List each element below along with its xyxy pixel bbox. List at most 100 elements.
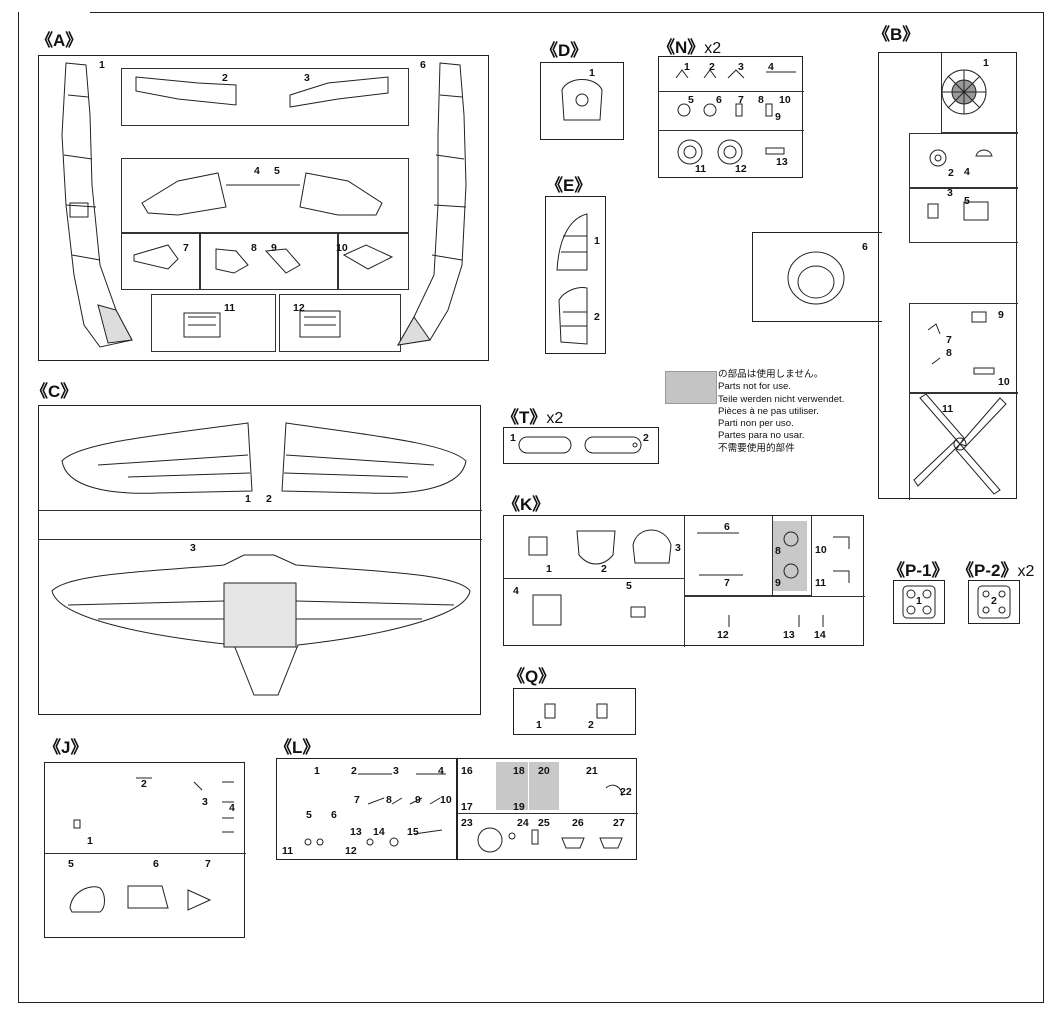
- sprue-c-label: 《C》: [31, 382, 78, 401]
- sprue-k-part-9: 9: [775, 577, 781, 589]
- sprue-l-part-3: 3: [393, 765, 399, 777]
- sprue-t-part-1: 1: [510, 432, 516, 444]
- sprue-n-part-13: 13: [776, 156, 788, 168]
- sprue-k-parts-drawing: [528, 529, 850, 627]
- sprue-l-part-11: 11: [282, 845, 294, 857]
- sprue-n-part-7: 7: [738, 94, 744, 106]
- sprue-n-frame: [658, 56, 804, 178]
- sprue-k-part-12: 12: [717, 629, 729, 641]
- sprue-l-part-20: 20: [538, 765, 550, 777]
- sprue-t-label: 《T》x2: [502, 403, 563, 428]
- sprue-l-part-19: 19: [513, 801, 525, 813]
- sprue-k-unused-89: [773, 521, 807, 591]
- sprue-k-part-10: 10: [815, 544, 827, 556]
- sprue-p2-frame: [968, 580, 1020, 624]
- sprue-b-part-11: 11: [942, 403, 954, 415]
- unused-parts-legend: の部品は使用しません。 Parts not for use. Teile wer…: [718, 369, 844, 455]
- sprue-e-frame: [545, 196, 606, 354]
- sprue-d-parts-drawing: [561, 79, 603, 121]
- sprue-b-arm-6: [752, 232, 882, 322]
- sprue-l-part-2: 2: [351, 765, 357, 777]
- sprue-l-parts-drawing: [304, 773, 623, 853]
- sprue-n-multiplier: x2: [704, 40, 722, 57]
- sprue-c-part-2: 2: [266, 493, 272, 505]
- legend-line-en: Parts not for use.: [718, 381, 792, 393]
- sprue-n-part-10: 10: [779, 94, 791, 106]
- sprue-e-part-2: 2: [594, 311, 600, 323]
- sprue-a-tray-12: [279, 294, 401, 352]
- sprue-j-label: 《J》: [44, 738, 88, 757]
- sprue-n-part-8: 8: [758, 94, 764, 106]
- sprue-t-multiplier: x2: [546, 410, 564, 427]
- sprue-a-tray-mid: [121, 158, 409, 234]
- sprue-k-part-14: 14: [814, 629, 826, 641]
- sprue-q-label: 《Q》: [508, 667, 556, 686]
- sprue-a-part-1: 1: [99, 59, 105, 71]
- sprue-a-parts-drawing: [61, 62, 467, 348]
- frame-right-border: [1043, 12, 1044, 1002]
- sprue-q-frame: [513, 688, 636, 735]
- sprue-n-part-11: 11: [695, 163, 707, 175]
- sprue-l-part-27: 27: [613, 817, 625, 829]
- sprue-l-part-22: 22: [620, 786, 632, 798]
- sprue-l-part-5: 5: [306, 809, 312, 821]
- sprue-a-part-8: 8: [251, 242, 257, 254]
- sprue-q-part-2: 2: [588, 719, 594, 731]
- sprue-l-part-4: 4: [438, 765, 444, 777]
- sprue-k-part-5: 5: [626, 580, 632, 592]
- legend-line-de: Teile werden nicht verwendet.: [718, 393, 845, 405]
- sprue-t-letter: 《T》: [502, 408, 547, 427]
- sprue-b-part-2: 2: [948, 167, 954, 179]
- sprue-p1-label: 《P-1》: [888, 561, 949, 580]
- sprue-l-part-10: 10: [440, 794, 452, 806]
- sprue-n-part-3: 3: [738, 61, 744, 73]
- sprue-b-tray-35: [909, 187, 1018, 243]
- sprue-t-part-2: 2: [643, 432, 649, 444]
- sprue-k-part-7: 7: [724, 577, 730, 589]
- sprue-n-part-2: 2: [709, 61, 715, 73]
- sprue-j-part-5: 5: [68, 858, 74, 870]
- sprue-b-tray-24: [909, 133, 1018, 189]
- sprue-a-part-2: 2: [222, 72, 228, 84]
- sprue-b-part-10: 10: [998, 376, 1010, 388]
- sprue-a-tray-10: [337, 232, 409, 290]
- legend-line-es: Partes para no usar.: [718, 430, 805, 442]
- sprue-l-label: 《L》: [275, 738, 320, 757]
- sprue-e-label: 《E》: [546, 176, 592, 195]
- legend-line-ja: の部品は使用しません。: [718, 369, 824, 380]
- sprue-j-part-1: 1: [87, 835, 93, 847]
- sprue-n-part-12: 12: [735, 163, 747, 175]
- sprue-p1-frame: [893, 580, 945, 624]
- sprue-n-letter: 《N》: [658, 38, 705, 57]
- sprue-j-part-6: 6: [153, 858, 159, 870]
- sprue-a-part-6: 6: [420, 59, 426, 71]
- sprue-b-tray-11: [909, 393, 1018, 500]
- sprue-n-divider: [659, 91, 804, 131]
- sprue-l-part-14: 14: [373, 826, 385, 838]
- sprue-d-label: 《D》: [541, 41, 588, 60]
- sprue-l-part-23: 23: [461, 817, 473, 829]
- sprue-p2-part-2: 2: [991, 595, 997, 607]
- sprue-b-label: 《B》: [873, 25, 920, 44]
- sprue-l-part-26: 26: [572, 817, 584, 829]
- sprue-a-tray-89: [199, 232, 339, 290]
- sprue-a-label: 《A》: [36, 31, 83, 50]
- sprue-a-part-10: 10: [336, 242, 348, 254]
- sprue-b-part-5: 5: [964, 195, 970, 207]
- sprue-l-part-1: 1: [314, 765, 320, 777]
- sprue-b-parts-drawing: [787, 69, 1007, 495]
- sprue-a-frame: [38, 55, 489, 361]
- sprue-k-part-3: 3: [675, 542, 681, 554]
- sprue-a-part-4: 4: [254, 165, 260, 177]
- sprue-a-part-7: 7: [183, 242, 189, 254]
- sprue-k-label: 《K》: [503, 495, 550, 514]
- sprue-n-parts-drawing: [675, 69, 796, 165]
- sprue-j-part-7: 7: [205, 858, 211, 870]
- sprue-b-part-6: 6: [862, 241, 868, 253]
- sprue-b-part-7: 7: [946, 334, 952, 346]
- sprue-c-parts-drawing: [51, 422, 471, 696]
- sprue-t-frame: [503, 427, 659, 464]
- sprue-l-part-13: 13: [350, 826, 362, 838]
- sprue-b-part-4: 4: [964, 166, 970, 178]
- sprue-l-part-21: 21: [586, 765, 598, 777]
